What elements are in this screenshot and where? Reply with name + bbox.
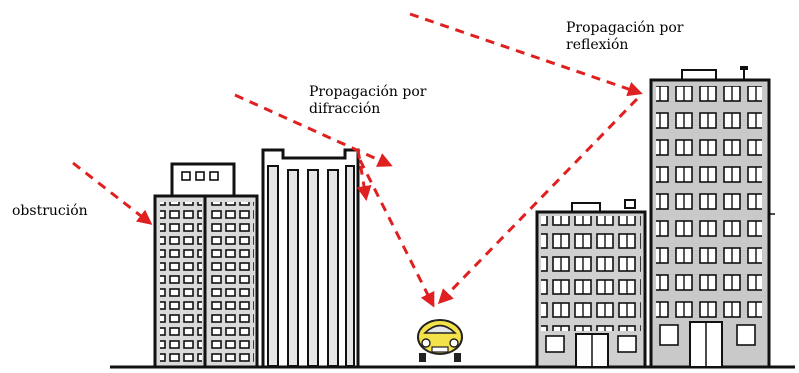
label-reflection-line1: Propagación por: [566, 20, 684, 36]
arrow-diffraction-to-car: [358, 159, 435, 308]
building-left-2: [261, 148, 360, 369]
label-obstruction: obstrución: [12, 203, 88, 219]
building-right-tall: [649, 66, 775, 369]
label-diffraction: Propagación por difracción: [309, 84, 426, 118]
building-right-small: [535, 199, 647, 369]
label-diffraction-line1: Propagación por: [309, 84, 427, 100]
arrow-reflection-incoming: [409, 12, 643, 97]
label-reflection: Propagación por reflexión: [566, 20, 683, 54]
label-diffraction-line2: difracción: [309, 101, 381, 117]
label-reflection-line2: reflexión: [566, 37, 629, 53]
arrow-diffraction-bend: [356, 149, 372, 201]
arrow-diffraction-incoming: [234, 93, 393, 167]
car-icon: [417, 319, 463, 362]
arrows: [72, 12, 643, 308]
building-left-1: [153, 162, 259, 369]
arrow-obstruction: [72, 161, 153, 225]
